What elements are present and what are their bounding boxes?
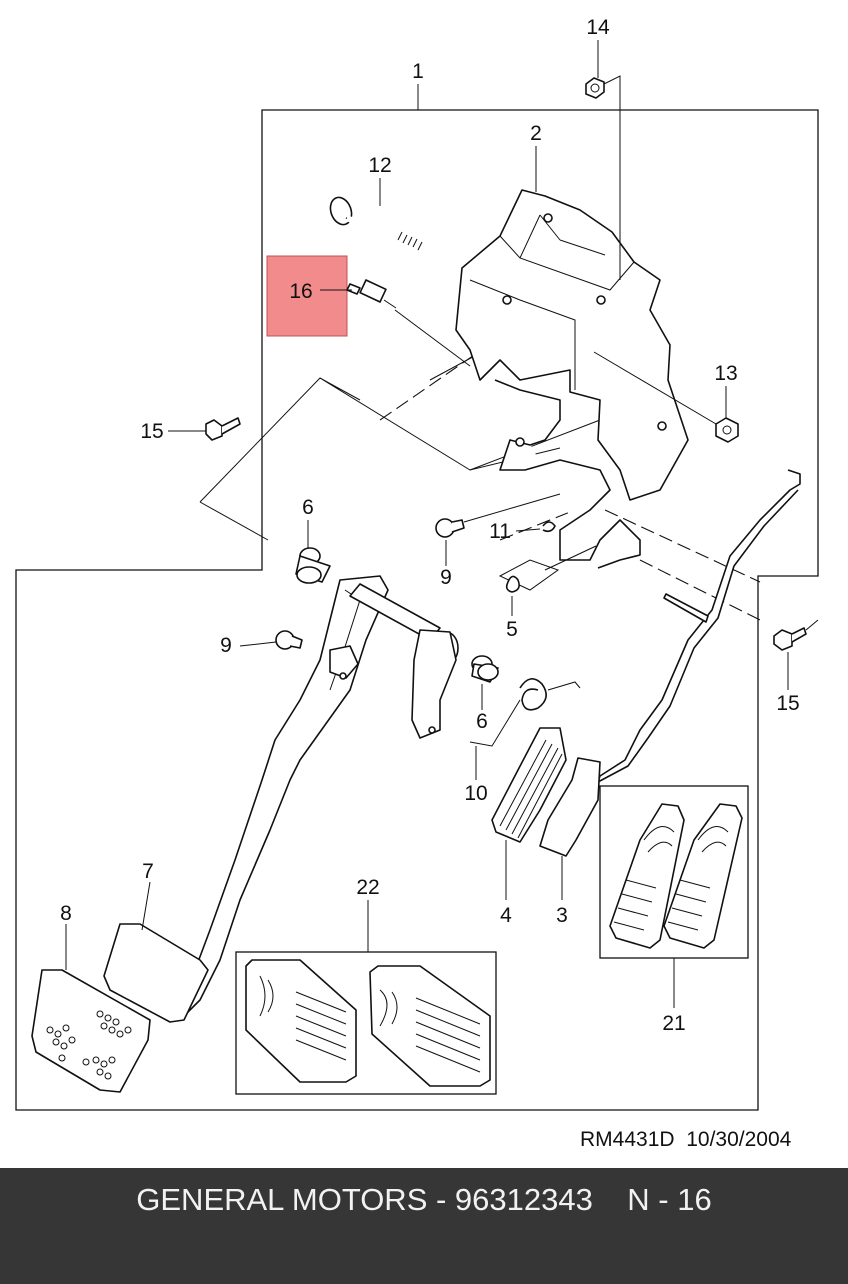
pedal-foot-plate bbox=[103, 923, 209, 1023]
leader-lines bbox=[65, 40, 789, 1008]
bracket-part-2 bbox=[455, 189, 689, 569]
assembly-frame bbox=[15, 109, 819, 1111]
callout-13: 13 bbox=[714, 362, 737, 385]
pad-variants-part-22 bbox=[235, 951, 497, 1095]
callout-2: 2 bbox=[530, 122, 542, 145]
callout-15-lower: 15 bbox=[776, 692, 799, 715]
callout-9-upper: 9 bbox=[440, 566, 452, 589]
pedal-assembly-diagram: 1 2 3 4 5 6 6 7 8 9 9 10 11 12 13 14 15 … bbox=[15, 16, 819, 1111]
callout-8: 8 bbox=[60, 902, 72, 925]
callout-1: 1 bbox=[412, 60, 424, 83]
callout-14: 14 bbox=[586, 16, 610, 39]
stoplamp-switch-part-16 bbox=[346, 279, 397, 309]
footer-part-number: GENERAL MOTORS - 96312343 N - 16 bbox=[136, 1182, 712, 1217]
clip-part-11 bbox=[542, 521, 556, 533]
callout-5: 5 bbox=[506, 618, 518, 641]
pedal-pad-part-8 bbox=[31, 969, 151, 1093]
callout-6-upper: 6 bbox=[302, 496, 314, 519]
callout-7: 7 bbox=[142, 860, 154, 883]
callout-11: 11 bbox=[489, 520, 511, 543]
pad-variants-part-21 bbox=[599, 785, 749, 959]
bushing-part-6-upper bbox=[295, 547, 331, 584]
diagram-reference-code: RM4431D 10/30/2004 bbox=[580, 1128, 792, 1151]
accelerator-pedal-part-3 bbox=[539, 757, 601, 857]
pivot-shaft bbox=[349, 583, 459, 739]
callout-4: 4 bbox=[500, 904, 512, 927]
footer-bar: GENERAL MOTORS - 96312343 N - 16 bbox=[0, 1168, 848, 1284]
callout-22: 22 bbox=[356, 876, 379, 899]
callout-21: 21 bbox=[662, 1012, 685, 1035]
bolt-part-12 bbox=[329, 196, 423, 253]
callout-16: 16 bbox=[289, 280, 312, 303]
brake-pedal-arm-part-7 bbox=[179, 575, 389, 1021]
callout-3: 3 bbox=[556, 904, 568, 927]
accelerator-pedal-pad-part-4 bbox=[491, 727, 567, 843]
highlight-part-16 bbox=[266, 255, 348, 337]
return-spring-part-10 bbox=[469, 678, 581, 747]
callout-6-lower: 6 bbox=[476, 710, 488, 733]
callout-15-upper: 15 bbox=[140, 420, 163, 443]
pin-part-9-upper bbox=[435, 518, 465, 538]
nut-part-14 bbox=[585, 77, 605, 99]
bushing-part-6-lower bbox=[471, 655, 499, 683]
callout-9-lower: 9 bbox=[220, 634, 232, 657]
accelerator-rod bbox=[597, 469, 801, 783]
callout-12: 12 bbox=[368, 154, 391, 177]
bolt-part-15-lower bbox=[773, 627, 807, 651]
spring-part-5 bbox=[498, 559, 560, 593]
nut-part-13 bbox=[715, 417, 739, 443]
callout-10: 10 bbox=[464, 782, 487, 805]
bolt-part-15-upper bbox=[205, 417, 241, 441]
pin-part-9-lower bbox=[275, 630, 303, 650]
